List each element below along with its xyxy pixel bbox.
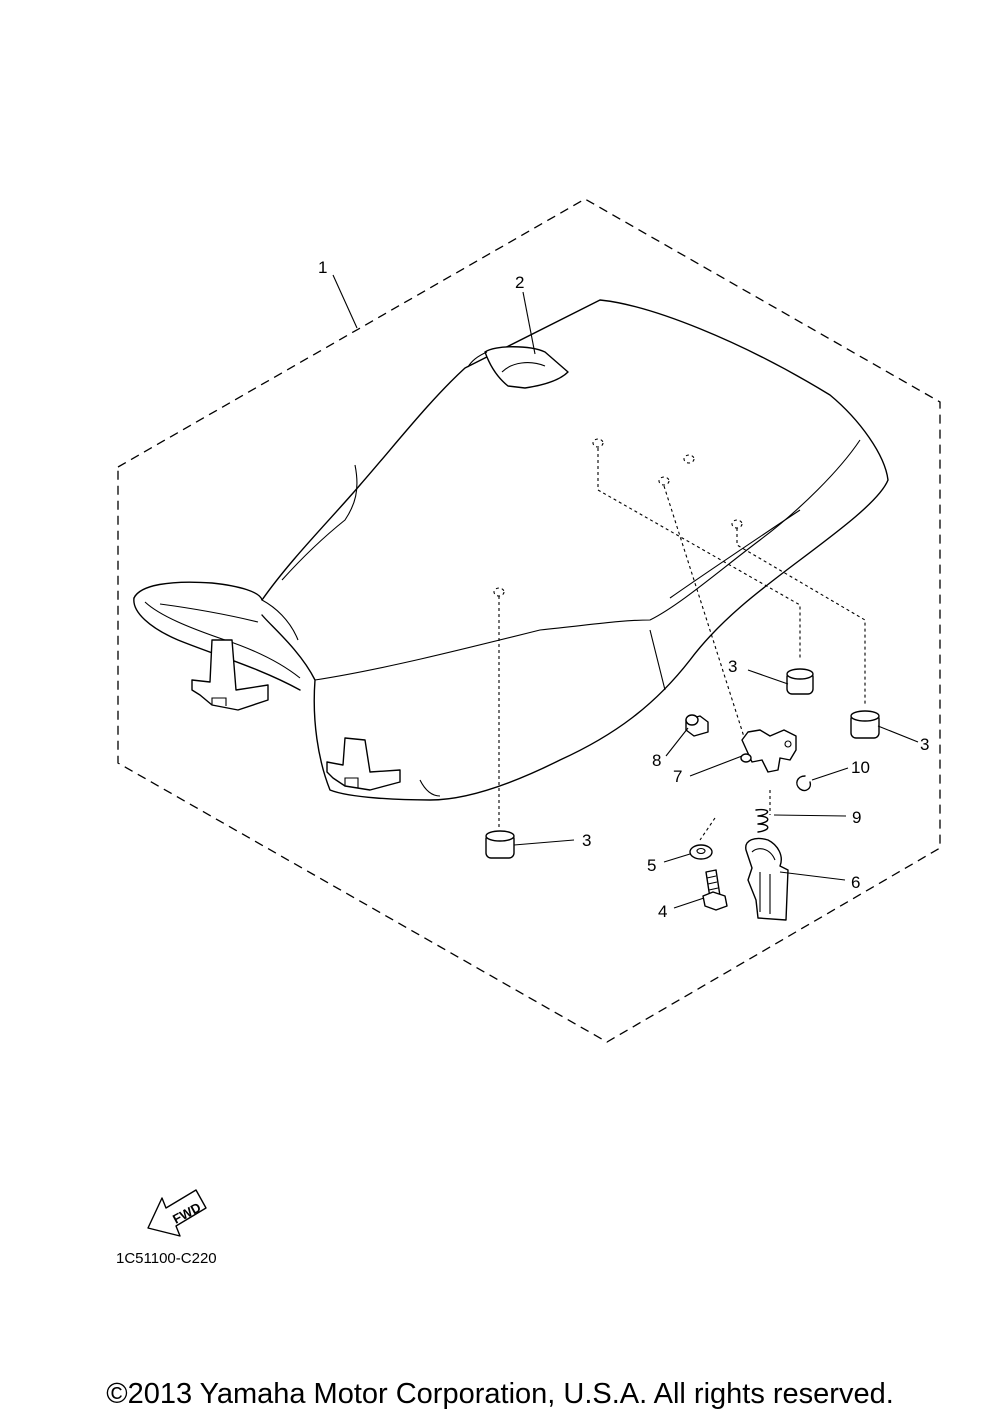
bolt-4	[702, 869, 728, 911]
callout-3a: 3	[728, 657, 737, 676]
callouts: 1 2 3 3 3 4 5 6 7 8 9 10	[318, 258, 929, 921]
latch-6	[745, 837, 789, 921]
callout-8: 8	[652, 751, 661, 770]
callout-7: 7	[673, 767, 682, 786]
spring-9	[755, 808, 769, 833]
callout-3b: 3	[920, 735, 929, 754]
assembly-lines	[498, 448, 866, 841]
washer-5	[689, 844, 713, 860]
callout-2: 2	[515, 273, 524, 292]
damper-3b	[850, 710, 880, 739]
callout-4: 4	[658, 902, 667, 921]
callout-5: 5	[647, 856, 656, 875]
pin-8	[685, 714, 709, 737]
damper-3c	[485, 830, 515, 859]
hook-7	[740, 729, 797, 773]
callout-6: 6	[851, 873, 860, 892]
callout-3c: 3	[582, 831, 591, 850]
callout-1: 1	[318, 258, 327, 277]
assembly-boundary	[117, 198, 941, 1043]
clip-10	[796, 775, 812, 792]
callout-9: 9	[852, 808, 861, 827]
damper-3a	[786, 668, 814, 695]
copyright-notice: ©2013 Yamaha Motor Corporation, U.S.A. A…	[106, 1378, 894, 1410]
mount-holes	[493, 438, 743, 597]
seat	[133, 299, 889, 801]
diagram-code: 1C51100-C220	[116, 1250, 217, 1267]
callout-10: 10	[851, 758, 870, 777]
fwd-arrow-icon: FWD	[147, 1189, 207, 1237]
leader-lines	[332, 274, 919, 909]
